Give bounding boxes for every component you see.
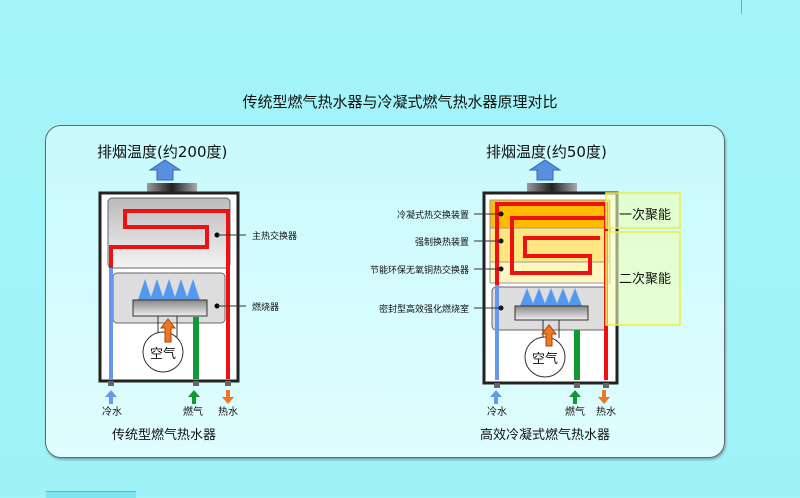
copper-exchanger-label: 节能环保无氧铜热交换器 [369,266,469,276]
condensing-heater [474,159,681,404]
hot-arrow-icon [222,390,234,404]
exhaust-arrow-icon [528,159,562,181]
exhaust-arrow-icon [148,159,182,181]
left-caption: 传统型燃气热水器 [112,428,217,443]
hot-arrow-icon [598,390,610,404]
traditional-heater [98,159,246,404]
bottom-tab[interactable] [46,491,136,498]
air-label: 空气 [532,352,559,367]
gas-label: 燃气 [183,407,203,418]
divider-line [741,0,742,14]
cold-arrow-icon [105,390,117,404]
air-circle [142,331,184,373]
hot-water-pipe [109,209,230,379]
stage2-box [605,231,681,326]
stage1-label: 一次聚能 [619,208,672,223]
hot-water-label: 热水 [218,407,238,418]
air-arrow-icon [159,318,177,343]
burner-label: 燃烧器 [252,303,280,313]
flame-icon [138,279,200,300]
right-caption: 高效冷凝式燃气热水器 [480,428,611,443]
gas-label: 燃气 [565,407,585,418]
flame-icon [520,288,582,306]
gas-arrow-icon [569,390,581,404]
cold-arrow-icon [490,390,502,404]
cold-water-label: 冷水 [487,407,507,418]
stage2-label: 二次聚能 [619,272,672,287]
gas-arrow-icon [188,390,200,404]
condensing-exchanger-label: 冷凝式热交换装置 [396,211,469,221]
hot-water-label: 热水 [596,407,616,418]
forced-exchange-label: 强制换热装置 [414,238,469,248]
cold-water-label: 冷水 [102,407,122,418]
air-circle [524,336,566,378]
air-arrow-icon [540,324,558,347]
main-heat-exchanger-label: 主热交换器 [252,232,298,242]
page-title: 传统型燃气热水器与冷凝式燃气热水器原理对比 [242,93,558,111]
right-exhaust-temp: 排烟温度(约50度) [486,143,607,161]
combustion-chamber-label: 密封型高效强化燃烧室 [378,305,469,315]
left-exhaust-temp: 排烟温度(约200度) [97,143,228,161]
air-label: 空气 [150,347,177,362]
stage1-box [605,192,681,229]
